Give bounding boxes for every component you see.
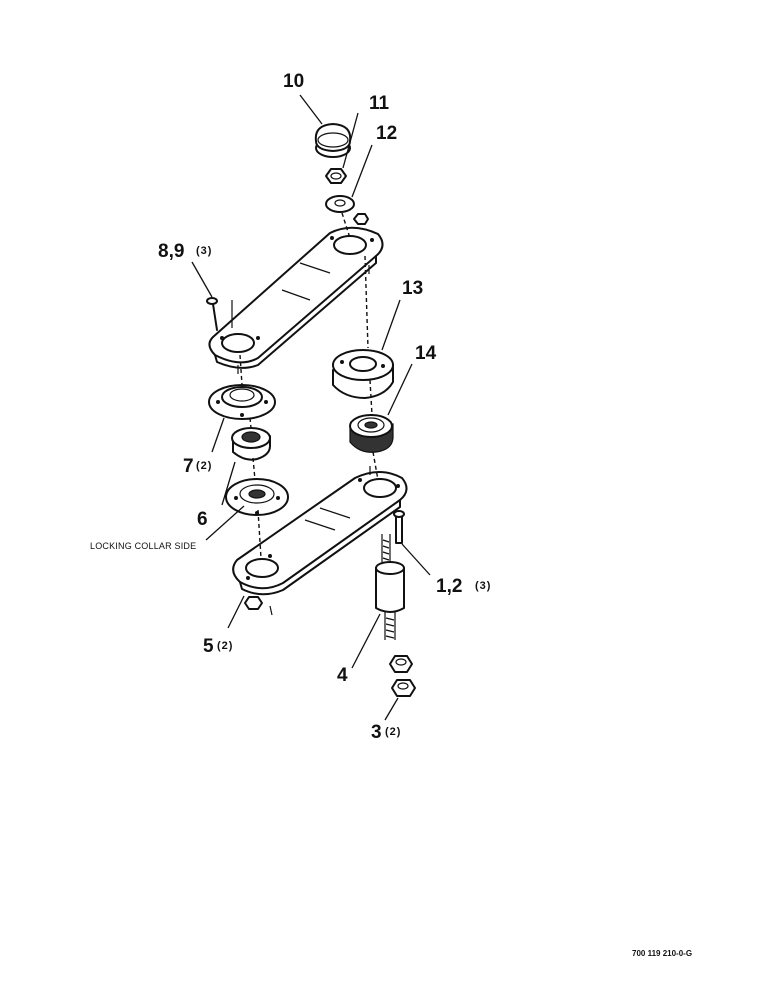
callout-6: 6 bbox=[197, 509, 208, 530]
callout-label: 8,9 bbox=[158, 241, 184, 262]
callout-label: 3 bbox=[371, 722, 382, 743]
part-10-cap bbox=[314, 123, 352, 158]
part-14-bearing bbox=[349, 414, 394, 453]
callout-label: 11 bbox=[369, 93, 390, 114]
callout-label: 1,2 bbox=[436, 576, 462, 597]
callout-label: 13 bbox=[402, 278, 423, 299]
callout-qty: (2) bbox=[385, 726, 401, 738]
part-12-washer bbox=[325, 195, 355, 213]
part-6-bearing bbox=[231, 427, 271, 461]
leader-lines bbox=[191, 94, 431, 721]
lower-arm bbox=[232, 471, 408, 596]
callout-label: 7 bbox=[183, 456, 194, 477]
upper-arm bbox=[208, 226, 384, 369]
callout-14: 14 bbox=[415, 343, 437, 364]
callout-4: 4 bbox=[337, 665, 348, 686]
assembly-lines bbox=[237, 212, 379, 616]
callout-10: 10 bbox=[283, 71, 304, 92]
locking-collar-note: LOCKING COLLAR SIDE bbox=[90, 541, 196, 551]
part-5-nut bbox=[244, 596, 263, 610]
callout-label: 6 bbox=[197, 509, 208, 530]
part-3-nuts bbox=[389, 655, 416, 697]
part-7-flange-upper bbox=[208, 384, 276, 420]
pin-8-9 bbox=[206, 297, 233, 331]
callout-label: 10 bbox=[283, 71, 304, 92]
part-11-nut bbox=[325, 168, 347, 184]
callout-13: 13 bbox=[402, 278, 423, 299]
callout-label: 4 bbox=[337, 665, 348, 686]
part-7-flange-lower bbox=[225, 478, 289, 516]
small-nut-top bbox=[353, 213, 369, 225]
callout-7: 7 (2) bbox=[183, 456, 212, 477]
callout-11: 11 bbox=[369, 93, 390, 114]
callout-1-2: 1,2 (3) bbox=[436, 576, 491, 597]
callout-qty: (2) bbox=[217, 640, 233, 652]
document-number: 700 119 210-0-G bbox=[632, 949, 692, 958]
callout-label: 5 bbox=[203, 636, 214, 657]
callout-qty: (3) bbox=[475, 580, 491, 592]
callout-qty: (3) bbox=[196, 245, 212, 257]
callout-label: 12 bbox=[376, 123, 397, 144]
callout-label: 14 bbox=[415, 343, 437, 364]
callout-3: 3 (2) bbox=[371, 722, 401, 743]
callout-5: 5 (2) bbox=[203, 636, 233, 657]
callout-qty: (2) bbox=[196, 460, 212, 472]
part-13-housing bbox=[332, 349, 394, 399]
callout-8-9: 8,9 (3) bbox=[158, 241, 212, 262]
callout-12: 12 bbox=[376, 123, 397, 144]
bolt-1-2 bbox=[393, 510, 405, 544]
part-4-stud bbox=[375, 534, 405, 640]
